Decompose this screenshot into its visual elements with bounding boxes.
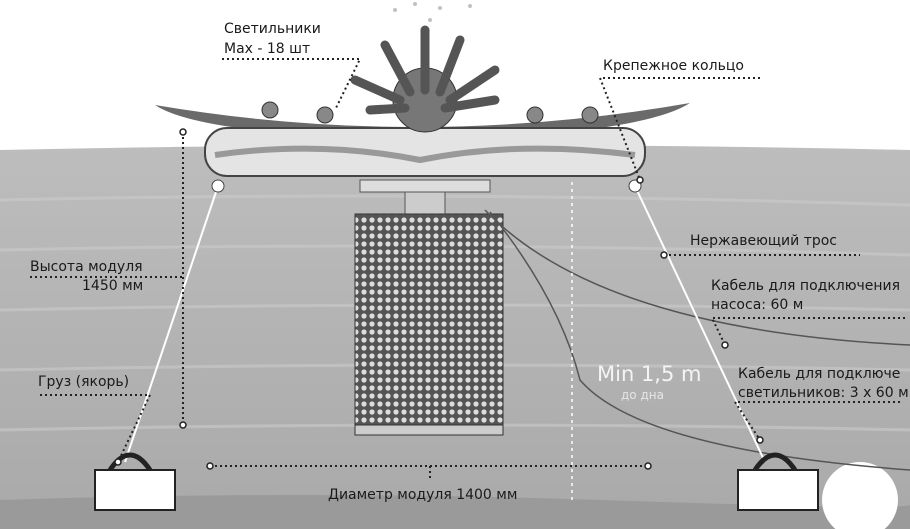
lights-cable-label-1: Кабель для подключе (738, 366, 901, 382)
min-depth-label: Min 1,5 m (597, 362, 702, 386)
pump-cable-label-2: насоса: 60 м (711, 297, 804, 313)
seabed (0, 495, 910, 529)
lights-label: Светильники (224, 21, 321, 37)
mount-ring-label: Крепежное кольцо (603, 58, 744, 74)
lights-cable-label-2: светильников: 3 x 60 м (738, 385, 909, 401)
lights-max-label: Max - 18 шт (224, 41, 311, 57)
steel-cable-label: Нержавеющий трос (690, 233, 838, 249)
anchor-label: Груз (якорь) (38, 374, 130, 390)
diameter-label: Диаметр модуля 1400 мм (328, 487, 518, 503)
pump-cable-label-1: Кабель для подключения (711, 278, 901, 294)
module-height-label-1: Высота модуля (30, 259, 143, 275)
module-height-label-2: 1450 мм (82, 278, 144, 294)
anchor-left (94, 452, 176, 511)
min-depth-sub-label: до дна (621, 388, 664, 402)
anchor-right (737, 452, 819, 511)
pump-body (354, 213, 504, 433)
white-circle (822, 462, 898, 529)
